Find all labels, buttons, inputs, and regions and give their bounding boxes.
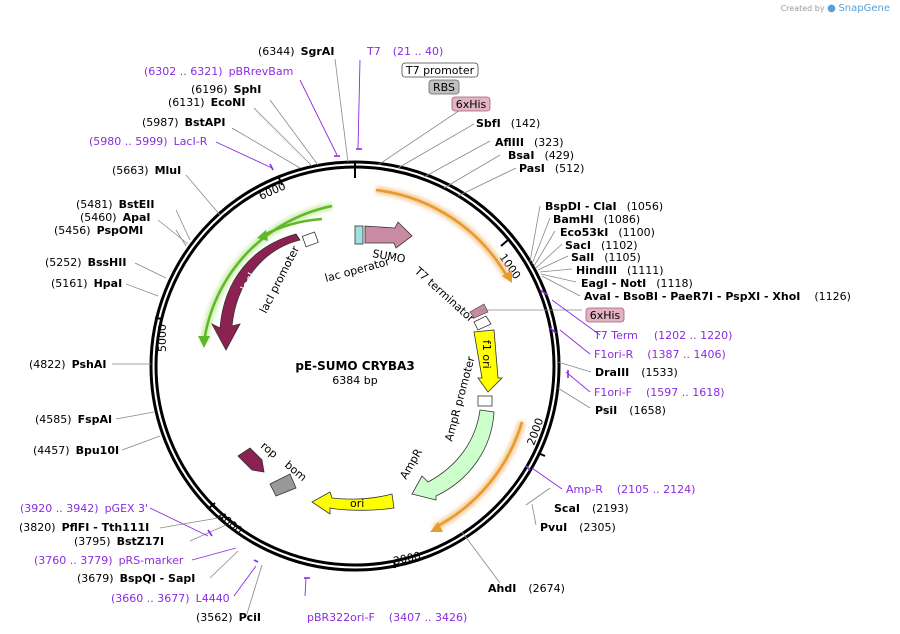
feature-f1-ori[interactable]: f1 ori xyxy=(473,329,503,393)
tick-mark-6000 xyxy=(278,177,283,186)
primer-callout-lines xyxy=(149,59,601,597)
primer-amp-r[interactable]: Amp-R(2105 .. 2124) xyxy=(566,483,695,496)
feature-t7-term-marker xyxy=(469,303,492,331)
arc-orange-bottom-right xyxy=(430,420,526,532)
feature-label-lac-operator: lac operator xyxy=(323,255,391,285)
feature-label-ampr-promoter: AmpR promoter xyxy=(442,355,477,443)
feature-label-ori: ori xyxy=(350,497,364,510)
feature-ampr[interactable]: AmpR xyxy=(397,395,495,501)
site-sphi[interactable]: (6196)SphI xyxy=(191,83,261,96)
primer-f1ori-f[interactable]: F1ori-F(1597 .. 1618) xyxy=(594,386,725,399)
snapgene-logo-icon: ● xyxy=(827,3,836,14)
site-saci[interactable]: SacI(1102) xyxy=(565,239,638,252)
tick-mark-1000 xyxy=(500,239,509,247)
site-draiii[interactable]: DraIII(1533) xyxy=(595,366,678,379)
box-6xhis-top[interactable]: 6xHis xyxy=(451,96,491,112)
feature-ori[interactable]: ori xyxy=(311,491,395,515)
site-scai[interactable]: ScaI(2193) xyxy=(554,502,629,515)
site-mlui[interactable]: (5663)MluI xyxy=(112,164,181,177)
snapgene-credit: Created by ● SnapGene xyxy=(781,3,890,14)
site-ahdi[interactable]: AhdI(2674) xyxy=(488,582,565,595)
site-econi[interactable]: (6131)EcoNI xyxy=(168,96,245,109)
tick-label-5000: 5000 xyxy=(156,324,169,352)
site-bpu10i[interactable]: (4457)Bpu10I xyxy=(33,444,119,457)
site-bspqi[interactable]: (3679)BspQI - SapI xyxy=(77,572,195,585)
site-eagi[interactable]: EagI - NotI(1118) xyxy=(581,277,693,290)
site-bsshii[interactable]: (5252)BssHII xyxy=(45,256,126,269)
arc-green-left xyxy=(198,202,333,348)
site-pflfi[interactable]: (3820)PflFI - Tth111I xyxy=(19,521,149,534)
site-pspomi[interactable]: (5456)PspOMI xyxy=(54,224,143,237)
site-bamhi[interactable]: BamHI(1086) xyxy=(553,213,640,226)
primer-markers xyxy=(207,148,569,579)
primer-l4440[interactable]: (3660 .. 3677)L4440 xyxy=(111,592,230,605)
site-bsai[interactable]: BsaI(429) xyxy=(508,149,574,162)
box-6xhis-right[interactable]: 6xHis xyxy=(585,307,625,323)
box-6xhis-top-label: 6xHis xyxy=(456,98,487,111)
primer-pbrrevbam[interactable]: (6302 .. 6321)pBRrevBam xyxy=(144,65,293,78)
feature-rop[interactable]: rop xyxy=(237,439,280,473)
tick-mark-3000 xyxy=(393,559,396,569)
tick-label-6000: 6000 xyxy=(257,179,288,202)
box-t7-promoter[interactable]: T7 promoter xyxy=(401,62,479,78)
feature-sumo[interactable]: SUMO xyxy=(354,221,413,266)
primer-pbr322ori-f[interactable]: pBR322ori-F(3407 .. 3426) xyxy=(307,611,467,624)
primer-laci-r[interactable]: (5980 .. 5999)LacI-R xyxy=(89,135,208,148)
feature-label-t7-terminator: T7 terminator xyxy=(411,264,477,325)
box-rbs-label: RBS xyxy=(433,81,455,94)
site-avai[interactable]: AvaI - BsoBI - PaeR7I - PspXI - XhoI(112… xyxy=(584,290,851,303)
credit-prefix: Created by xyxy=(780,4,825,13)
primer-pgex-3[interactable]: (3920 .. 3942)pGEX 3' xyxy=(20,502,148,515)
tick-mark-5000 xyxy=(154,317,164,320)
primer-t7[interactable]: T7(21 .. 40) xyxy=(366,45,443,58)
box-6xhis-right-label: 6xHis xyxy=(590,309,621,322)
arc-orange-top-right xyxy=(375,186,512,283)
feature-label-f1-ori: f1 ori xyxy=(480,340,493,369)
credit-brand: SnapGene xyxy=(838,3,890,14)
site-pvui[interactable]: PvuI(2305) xyxy=(540,521,616,534)
primer-prs-marker[interactable]: (3760 .. 3779)pRS-marker xyxy=(34,554,184,567)
feature-label-sumo: SUMO xyxy=(371,247,406,266)
site-bspdi[interactable]: BspDI - ClaI(1056) xyxy=(545,200,663,213)
site-afliii[interactable]: AflIII(323) xyxy=(495,136,564,149)
feature-laci[interactable]: lacI xyxy=(211,231,319,351)
tick-label-3000: 3000 xyxy=(392,549,422,568)
site-sbfi[interactable]: SbfI(142) xyxy=(476,117,540,130)
plasmid-name: pE-SUMO CRYBA3 xyxy=(295,359,414,373)
primer-f1ori-r[interactable]: F1ori-R(1387 .. 1406) xyxy=(594,348,726,361)
tick-mark-4000 xyxy=(208,502,216,509)
box-t7-promoter-label: T7 promoter xyxy=(405,64,475,77)
feature-label-rop: rop xyxy=(258,439,280,461)
site-apai[interactable]: (5460)ApaI xyxy=(80,211,150,224)
site-hpai[interactable]: (5161)HpaI xyxy=(51,277,122,290)
site-pshai[interactable]: (4822)PshAI xyxy=(29,358,106,371)
site-bsteii[interactable]: (5481)BstEII xyxy=(76,198,154,211)
site-bstapi[interactable]: (5987)BstAPI xyxy=(142,116,225,129)
site-sali[interactable]: SalI(1105) xyxy=(571,251,641,264)
site-hindiii[interactable]: HindIII(1111) xyxy=(576,264,664,277)
primer-t7-term[interactable]: T7 Term(1202 .. 1220) xyxy=(593,329,732,342)
site-sgrai[interactable]: (6344)SgrAI xyxy=(258,45,334,58)
feature-bom[interactable]: bom xyxy=(269,458,309,497)
site-psii[interactable]: PsiI(1658) xyxy=(595,404,666,417)
feature-label-ampr: AmpR xyxy=(397,446,425,481)
plasmid-length: 6384 bp xyxy=(332,374,377,387)
tick-mark-2000 xyxy=(537,452,546,457)
callout-lines xyxy=(112,58,592,618)
site-eco53ki[interactable]: Eco53kI(1100) xyxy=(560,226,655,239)
site-pcii[interactable]: (3562)PciI xyxy=(196,611,261,624)
box-rbs[interactable]: RBS xyxy=(428,79,460,95)
site-fspai[interactable]: (4585)FspAI xyxy=(35,413,112,426)
site-pasi[interactable]: PasI(512) xyxy=(519,162,584,175)
site-bstz17i[interactable]: (3795)BstZ17I xyxy=(74,535,164,548)
